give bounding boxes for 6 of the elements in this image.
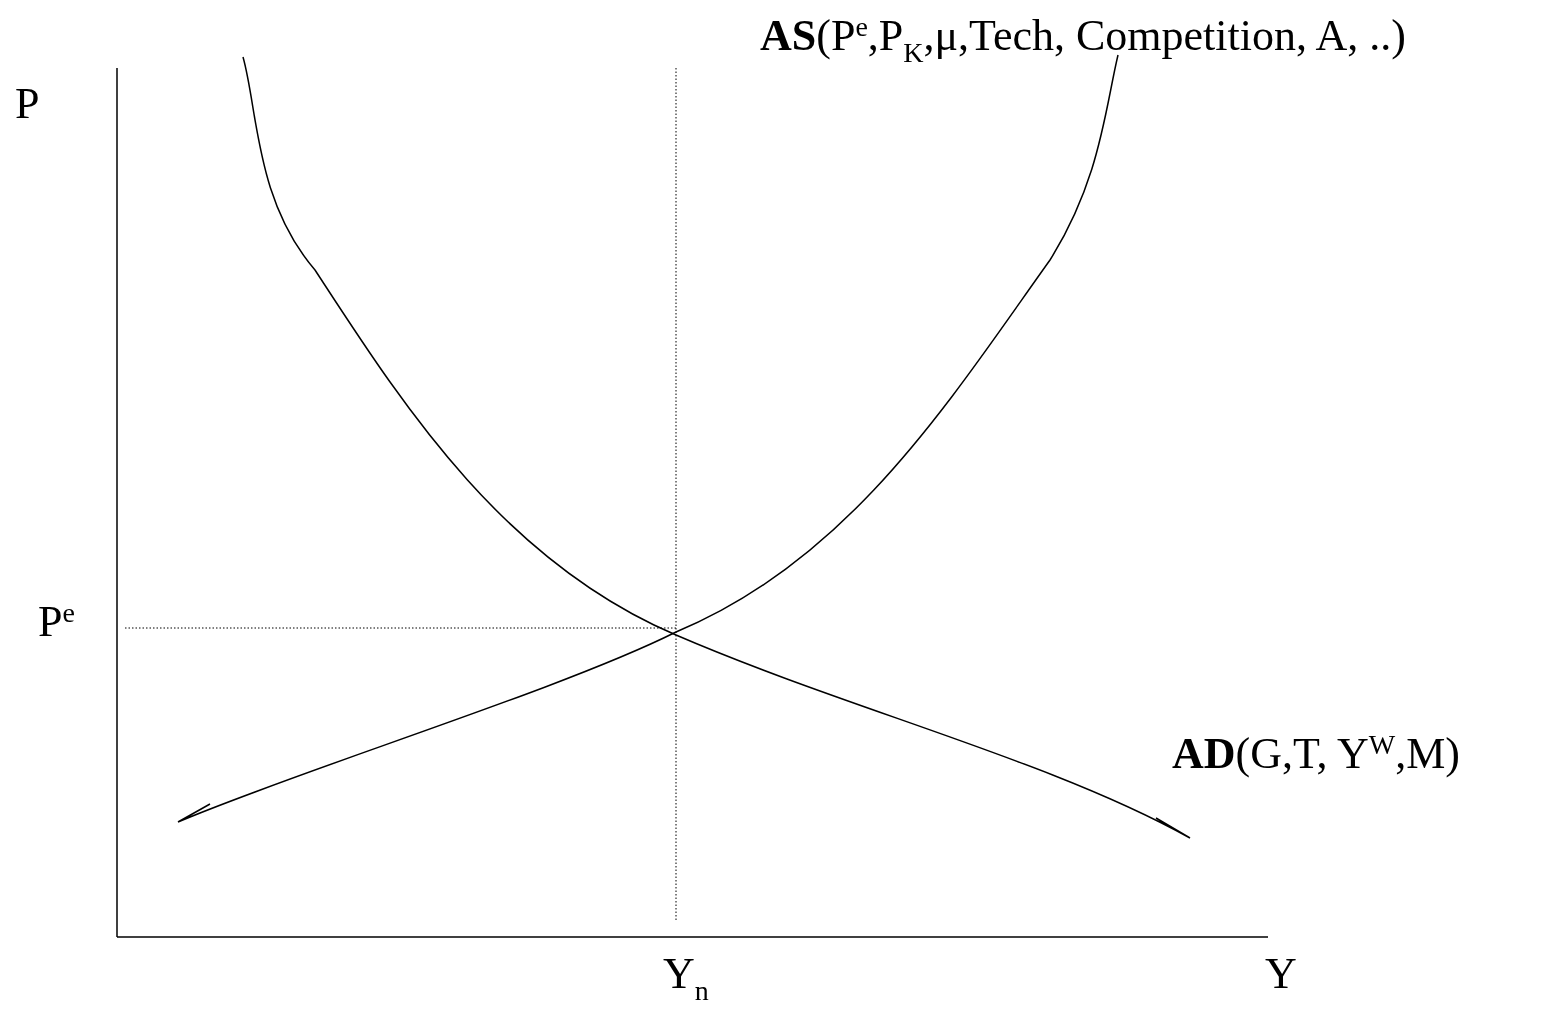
- axis-value-label: P$^{e}$: [38, 598, 75, 647]
- axis-label: Y: [1265, 950, 1297, 999]
- curve-label: AS(P$^{e}$,P$_{K}$,μ,Tech, Competition, A, ..): [760, 12, 1406, 61]
- axis-value-label: Y$_{n}$: [663, 950, 709, 999]
- curve-label: AD(G,T, Y$^{W}$,M): [1172, 730, 1460, 779]
- axis-label: P: [15, 80, 40, 129]
